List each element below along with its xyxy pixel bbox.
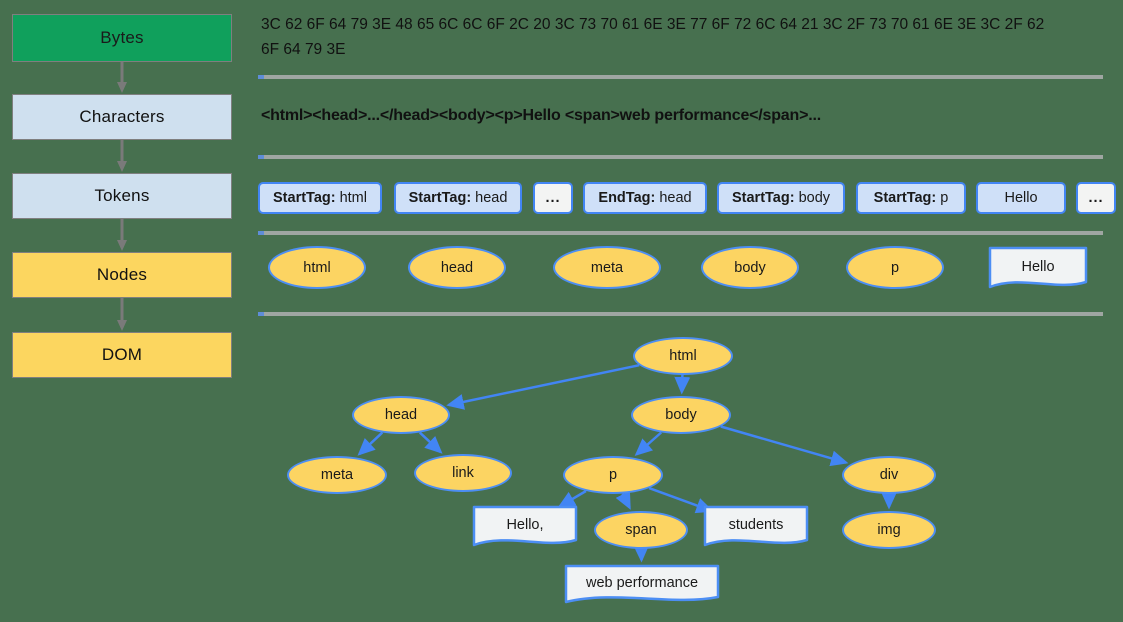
- dom-node-link: link: [414, 454, 512, 492]
- token-chip: ...: [533, 182, 573, 214]
- node-label: html: [303, 259, 331, 276]
- token-kind: StartTag:: [273, 190, 336, 206]
- dom-node-span: span: [594, 511, 688, 549]
- node-ellipse: body: [701, 246, 799, 289]
- token-value: ...: [545, 190, 561, 206]
- node-label: body: [734, 259, 766, 276]
- token-value: head: [475, 190, 508, 206]
- node-label: head: [440, 259, 474, 276]
- dom-node-label: html: [669, 348, 697, 364]
- token-kind: StartTag:: [408, 190, 472, 206]
- dom-node-html: html: [633, 337, 733, 375]
- pipeline-step-characters: Characters: [12, 94, 232, 140]
- dom-node-p: p: [563, 456, 663, 494]
- characters-markup-text: <html><head>...</head><body><p>Hello <sp…: [261, 107, 821, 124]
- bytes-hex-text: 3C 62 6F 64 79 3E 48 65 6C 6C 6F 2C 20 3…: [261, 16, 1045, 58]
- token-chip: StartTag:body: [717, 182, 845, 214]
- dom-node-body: body: [631, 396, 731, 434]
- node-ellipse: p: [846, 246, 944, 289]
- dom-edge-html-to-body: [674, 374, 691, 395]
- dom-node-label: link: [452, 465, 474, 481]
- dom-node-label: img: [877, 522, 901, 538]
- dom-node-meta: meta: [287, 456, 387, 494]
- pipeline-step-label: Characters: [79, 107, 165, 126]
- token-chip: EndTag:head: [583, 182, 707, 214]
- token-kind: StartTag:: [731, 190, 795, 206]
- separator-3: [258, 231, 1103, 235]
- pipeline-step-label: DOM: [101, 345, 143, 364]
- token-value: ...: [1088, 190, 1104, 206]
- dom-edge-html-to-head: [446, 363, 640, 410]
- dom-node-label: div: [879, 467, 899, 483]
- pipeline-step-nodes: Nodes: [12, 252, 232, 298]
- token-kind: StartTag:: [873, 190, 937, 206]
- pipeline-step-label: Tokens: [94, 186, 150, 205]
- separator-4: [258, 312, 1103, 316]
- dom-edge-head-to-meta: [357, 431, 384, 456]
- token-chip: ...: [1076, 182, 1116, 214]
- node-ellipse: head: [408, 246, 506, 289]
- dom-edge-p-to-span: [615, 490, 631, 510]
- dom-node-label: web performance: [585, 575, 699, 591]
- token-chip: Hello: [976, 182, 1066, 214]
- dom-node-div: div: [842, 456, 936, 494]
- pipeline-step-label: Bytes: [100, 28, 144, 47]
- token-chip: StartTag:head: [394, 182, 522, 214]
- node-label: meta: [590, 259, 624, 276]
- token-value: p: [940, 190, 949, 206]
- separator-1: [258, 75, 1103, 79]
- node-label: p: [890, 259, 900, 276]
- pipeline-arrow-down-icon: [117, 140, 127, 172]
- pipeline-step-tokens: Tokens: [12, 173, 232, 219]
- dom-node-img: img: [842, 511, 936, 549]
- token-chip: StartTag:html: [258, 182, 382, 214]
- dom-node-label: body: [665, 407, 697, 423]
- pipeline-step-bytes: Bytes: [12, 14, 232, 62]
- separator-2: [258, 155, 1103, 159]
- pipeline-arrow-down-icon: [117, 62, 127, 93]
- token-value: head: [659, 190, 692, 206]
- dom-node-label: students: [728, 517, 784, 533]
- dom-edge-body-to-div: [720, 425, 849, 467]
- token-value: html: [339, 190, 367, 206]
- dom-node-students: students: [703, 505, 809, 549]
- dom-node-hello: Hello,: [472, 505, 578, 549]
- pipeline-arrow-down-icon: [117, 298, 127, 331]
- dom-node-head: head: [352, 396, 450, 434]
- dom-node-label: Hello,: [506, 517, 544, 533]
- token-value: Hello: [1004, 190, 1038, 206]
- node-ellipse: meta: [553, 246, 661, 289]
- pipeline-step-dom: DOM: [12, 332, 232, 378]
- node-ellipse: html: [268, 246, 366, 289]
- pipeline-step-label: Nodes: [96, 265, 148, 284]
- dom-node-webperformance: web performance: [564, 564, 720, 606]
- dom-edge-body-to-p: [634, 431, 663, 456]
- node-text-document: Hello: [988, 246, 1088, 291]
- node-label: Hello: [1021, 258, 1055, 275]
- dom-node-label: p: [608, 467, 618, 483]
- dom-node-label: span: [625, 522, 657, 538]
- dom-node-label: head: [384, 407, 418, 423]
- token-value: body: [798, 190, 831, 206]
- pipeline-arrow-down-icon: [117, 219, 127, 251]
- dom-edge-head-to-link: [418, 431, 443, 454]
- dom-node-label: meta: [320, 467, 354, 483]
- token-kind: EndTag:: [598, 190, 656, 206]
- token-chip: StartTag:p: [856, 182, 966, 214]
